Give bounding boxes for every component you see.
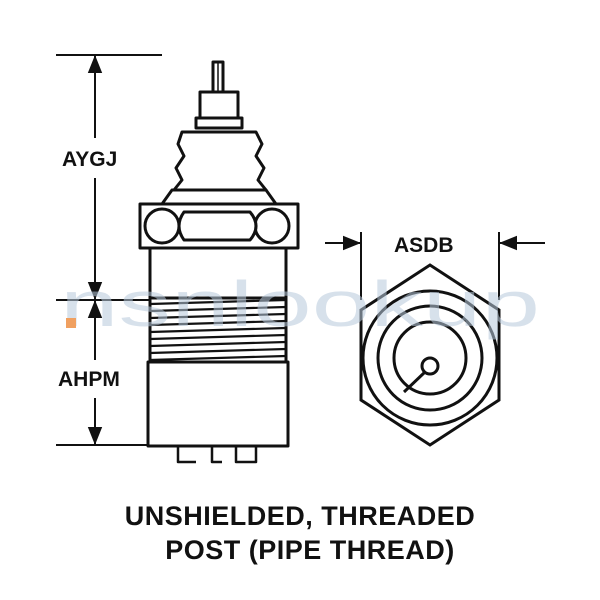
dimension-hex-width (325, 232, 545, 300)
hex-width-label: ASDB (394, 234, 454, 257)
lower-height-label: AHPM (58, 368, 120, 391)
watermark-text: nsnlookup (60, 268, 540, 340)
center-contact (420, 356, 440, 376)
caption-line-1: UNSHIELDED, THREADED (124, 501, 476, 531)
connector-side-view (138, 60, 300, 464)
bottom-tabs (176, 446, 258, 464)
watermark: nsnlookup (60, 268, 540, 340)
rubber-boot (172, 130, 268, 192)
overall-height-label: AYGJ (62, 148, 117, 171)
watermark-dot (66, 318, 76, 328)
dimension-overall-height (56, 54, 162, 301)
connector-body (146, 360, 290, 448)
caption-line-2: POST (PIPE THREAD) (165, 535, 455, 565)
connector-end-view (359, 263, 501, 447)
dimension-lower-height (56, 300, 148, 446)
